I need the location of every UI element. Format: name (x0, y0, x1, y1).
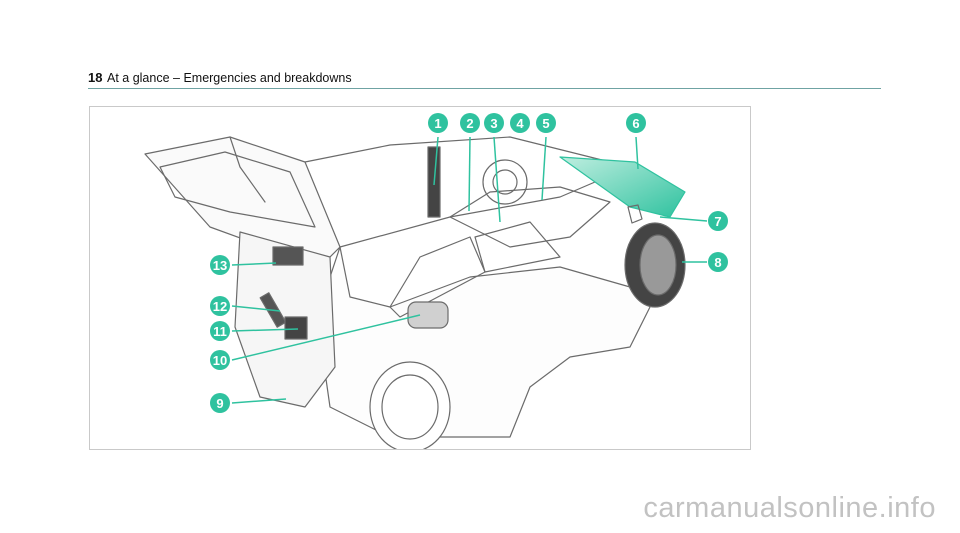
svg-text:7: 7 (714, 214, 721, 229)
callout-9: 9 (210, 393, 230, 413)
svg-text:4: 4 (516, 116, 524, 131)
vehicle-illustration: 1 2 3 4 5 6 7 8 9 10 11 12 13 (89, 106, 751, 450)
callout-5: 5 (536, 113, 556, 133)
svg-text:13: 13 (213, 258, 227, 273)
callout-2: 2 (460, 113, 480, 133)
page-header: 18 At a glance – Emergencies and breakdo… (88, 70, 881, 90)
callout-11: 11 (210, 321, 230, 341)
svg-text:11: 11 (213, 324, 227, 339)
watermark: carmanualsonline.info (643, 492, 936, 524)
callout-8: 8 (708, 252, 728, 272)
svg-text:1: 1 (434, 116, 441, 131)
callout-12: 12 (210, 296, 230, 316)
page-title: At a glance – Emergencies and breakdowns (107, 71, 352, 85)
callout-4: 4 (510, 113, 530, 133)
callout-6: 6 (626, 113, 646, 133)
page-number: 18 (88, 70, 103, 85)
callout-10: 10 (210, 350, 230, 370)
header-divider (88, 88, 881, 89)
vehicle-drawing: 1 2 3 4 5 6 7 8 9 10 11 12 13 (144, 113, 728, 449)
svg-text:10: 10 (213, 353, 227, 368)
svg-text:6: 6 (632, 116, 639, 131)
callout-7: 7 (708, 211, 728, 231)
svg-text:8: 8 (714, 255, 721, 270)
svg-text:2: 2 (466, 116, 473, 131)
svg-text:5: 5 (542, 116, 549, 131)
svg-text:9: 9 (216, 396, 223, 411)
callout-13: 13 (210, 255, 230, 275)
callout-3: 3 (484, 113, 504, 133)
svg-text:12: 12 (213, 299, 227, 314)
svg-text:3: 3 (490, 116, 497, 131)
callout-1: 1 (428, 113, 448, 133)
